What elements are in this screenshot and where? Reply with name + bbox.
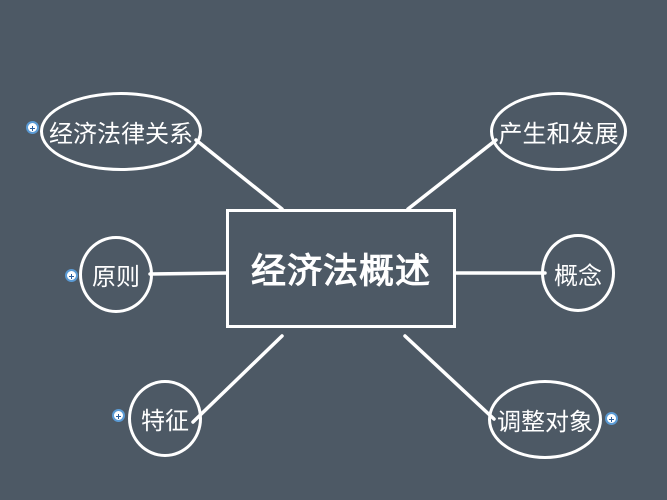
connector-adjustment-object: [403, 334, 496, 421]
expand-adjustment-object-icon[interactable]: [605, 412, 618, 425]
topic-origin-development-label: 产生和发展: [498, 120, 619, 148]
connector-origin-development: [406, 138, 498, 211]
expand-principles-icon[interactable]: [65, 269, 78, 282]
central-topic[interactable]: 经济法概述: [226, 209, 456, 328]
expand-features-icon[interactable]: [112, 409, 125, 422]
topic-adjustment-object-label: 调整对象: [497, 408, 593, 436]
expand-legal-relations-icon[interactable]: [26, 121, 39, 134]
connector-principles: [148, 271, 228, 276]
topic-legal-relations[interactable]: 经济法律关系: [40, 92, 202, 171]
central-topic-label: 经济法概述: [250, 252, 431, 292]
topic-features[interactable]: 特征: [128, 380, 202, 457]
topic-principles-label: 原则: [92, 263, 140, 291]
topic-concept-label: 概念: [554, 261, 602, 290]
topic-features-label: 特征: [141, 407, 189, 435]
connector-legal-relations: [194, 138, 284, 211]
topic-origin-development[interactable]: 产生和发展: [490, 92, 627, 171]
topic-principles[interactable]: 原则: [79, 236, 153, 313]
topic-concept[interactable]: 概念: [541, 234, 615, 312]
topic-adjustment-object[interactable]: 调整对象: [488, 380, 602, 459]
topic-legal-relations-label: 经济法律关系: [49, 120, 193, 148]
connector-features: [191, 334, 284, 424]
